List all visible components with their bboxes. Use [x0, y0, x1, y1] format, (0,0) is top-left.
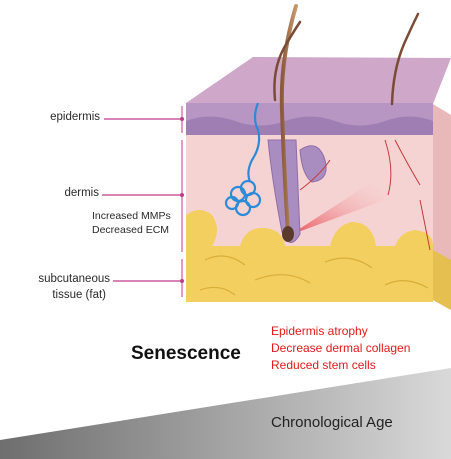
subcutaneous-leader-dot — [180, 279, 184, 283]
epidermis-leader-dot — [180, 117, 184, 121]
block-right-face-fat — [433, 250, 451, 310]
senescence-effect-stem-cells: Reduced stem cells — [271, 357, 376, 373]
fat-layer — [186, 246, 433, 302]
senescence-effect-dermal-collagen: Decrease dermal collagen — [271, 340, 410, 356]
epidermis-label: epidermis — [20, 111, 100, 123]
dermis-change-mmps: Increased MMPs — [92, 209, 171, 223]
dermis-leader-dot — [180, 193, 184, 197]
chronological-age-label: Chronological Age — [271, 414, 393, 431]
dermis-label: dermis — [20, 187, 99, 199]
dermis-change-ecm: Decreased ECM — [92, 223, 169, 237]
block-top-face — [186, 57, 451, 104]
hair-bulb — [282, 226, 294, 242]
subcutaneous-label-line2: tissue (fat) — [0, 289, 106, 301]
epidermis-wave — [186, 117, 433, 136]
senescence-effect-epidermis-atrophy: Epidermis atrophy — [271, 323, 368, 339]
subcutaneous-label-line1: subcutaneous — [0, 273, 110, 285]
senescence-title: Senescence — [131, 343, 241, 365]
